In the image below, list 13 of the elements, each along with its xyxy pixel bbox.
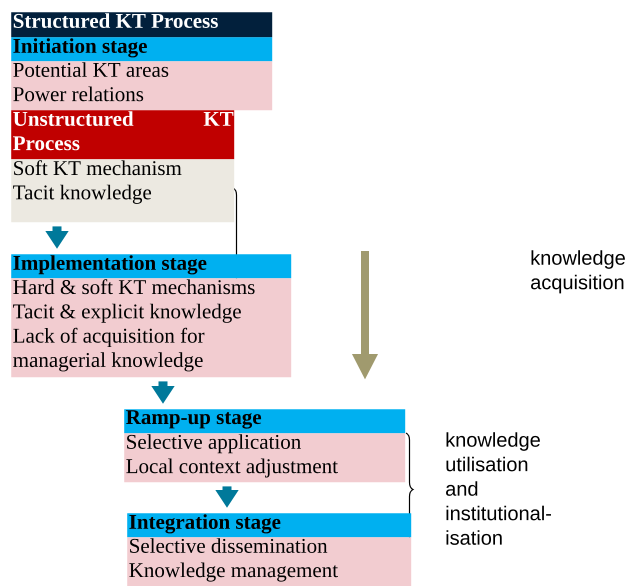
stage-body: Hard & soft KT mechanisms Tacit & explicit knowledge Lack of acquisition for managerial knowledge [11, 278, 292, 378]
side-label: knowledge utilisation and institutional-isation [446, 432, 551, 545]
process-body: Soft KT mechanism Tacit knowledge [11, 159, 234, 222]
stage-header: Initiation stage [11, 37, 272, 62]
side-label: knowledge acquisition [531, 250, 625, 294]
stage-body: Selective dissemination Knowledge management [127, 537, 412, 586]
process-header: Unstructured KT Process [11, 110, 234, 160]
stage-header: Implementation stage [11, 254, 292, 278]
stage-header: Ramp-up stage [124, 409, 406, 434]
process-header: Structured KT Process [11, 12, 272, 38]
stage-body: Potential KT areas Power relations [11, 61, 272, 110]
stage-header: Integration stage [127, 513, 412, 538]
stage-body: Selective application Local context adjustment [124, 433, 406, 482]
